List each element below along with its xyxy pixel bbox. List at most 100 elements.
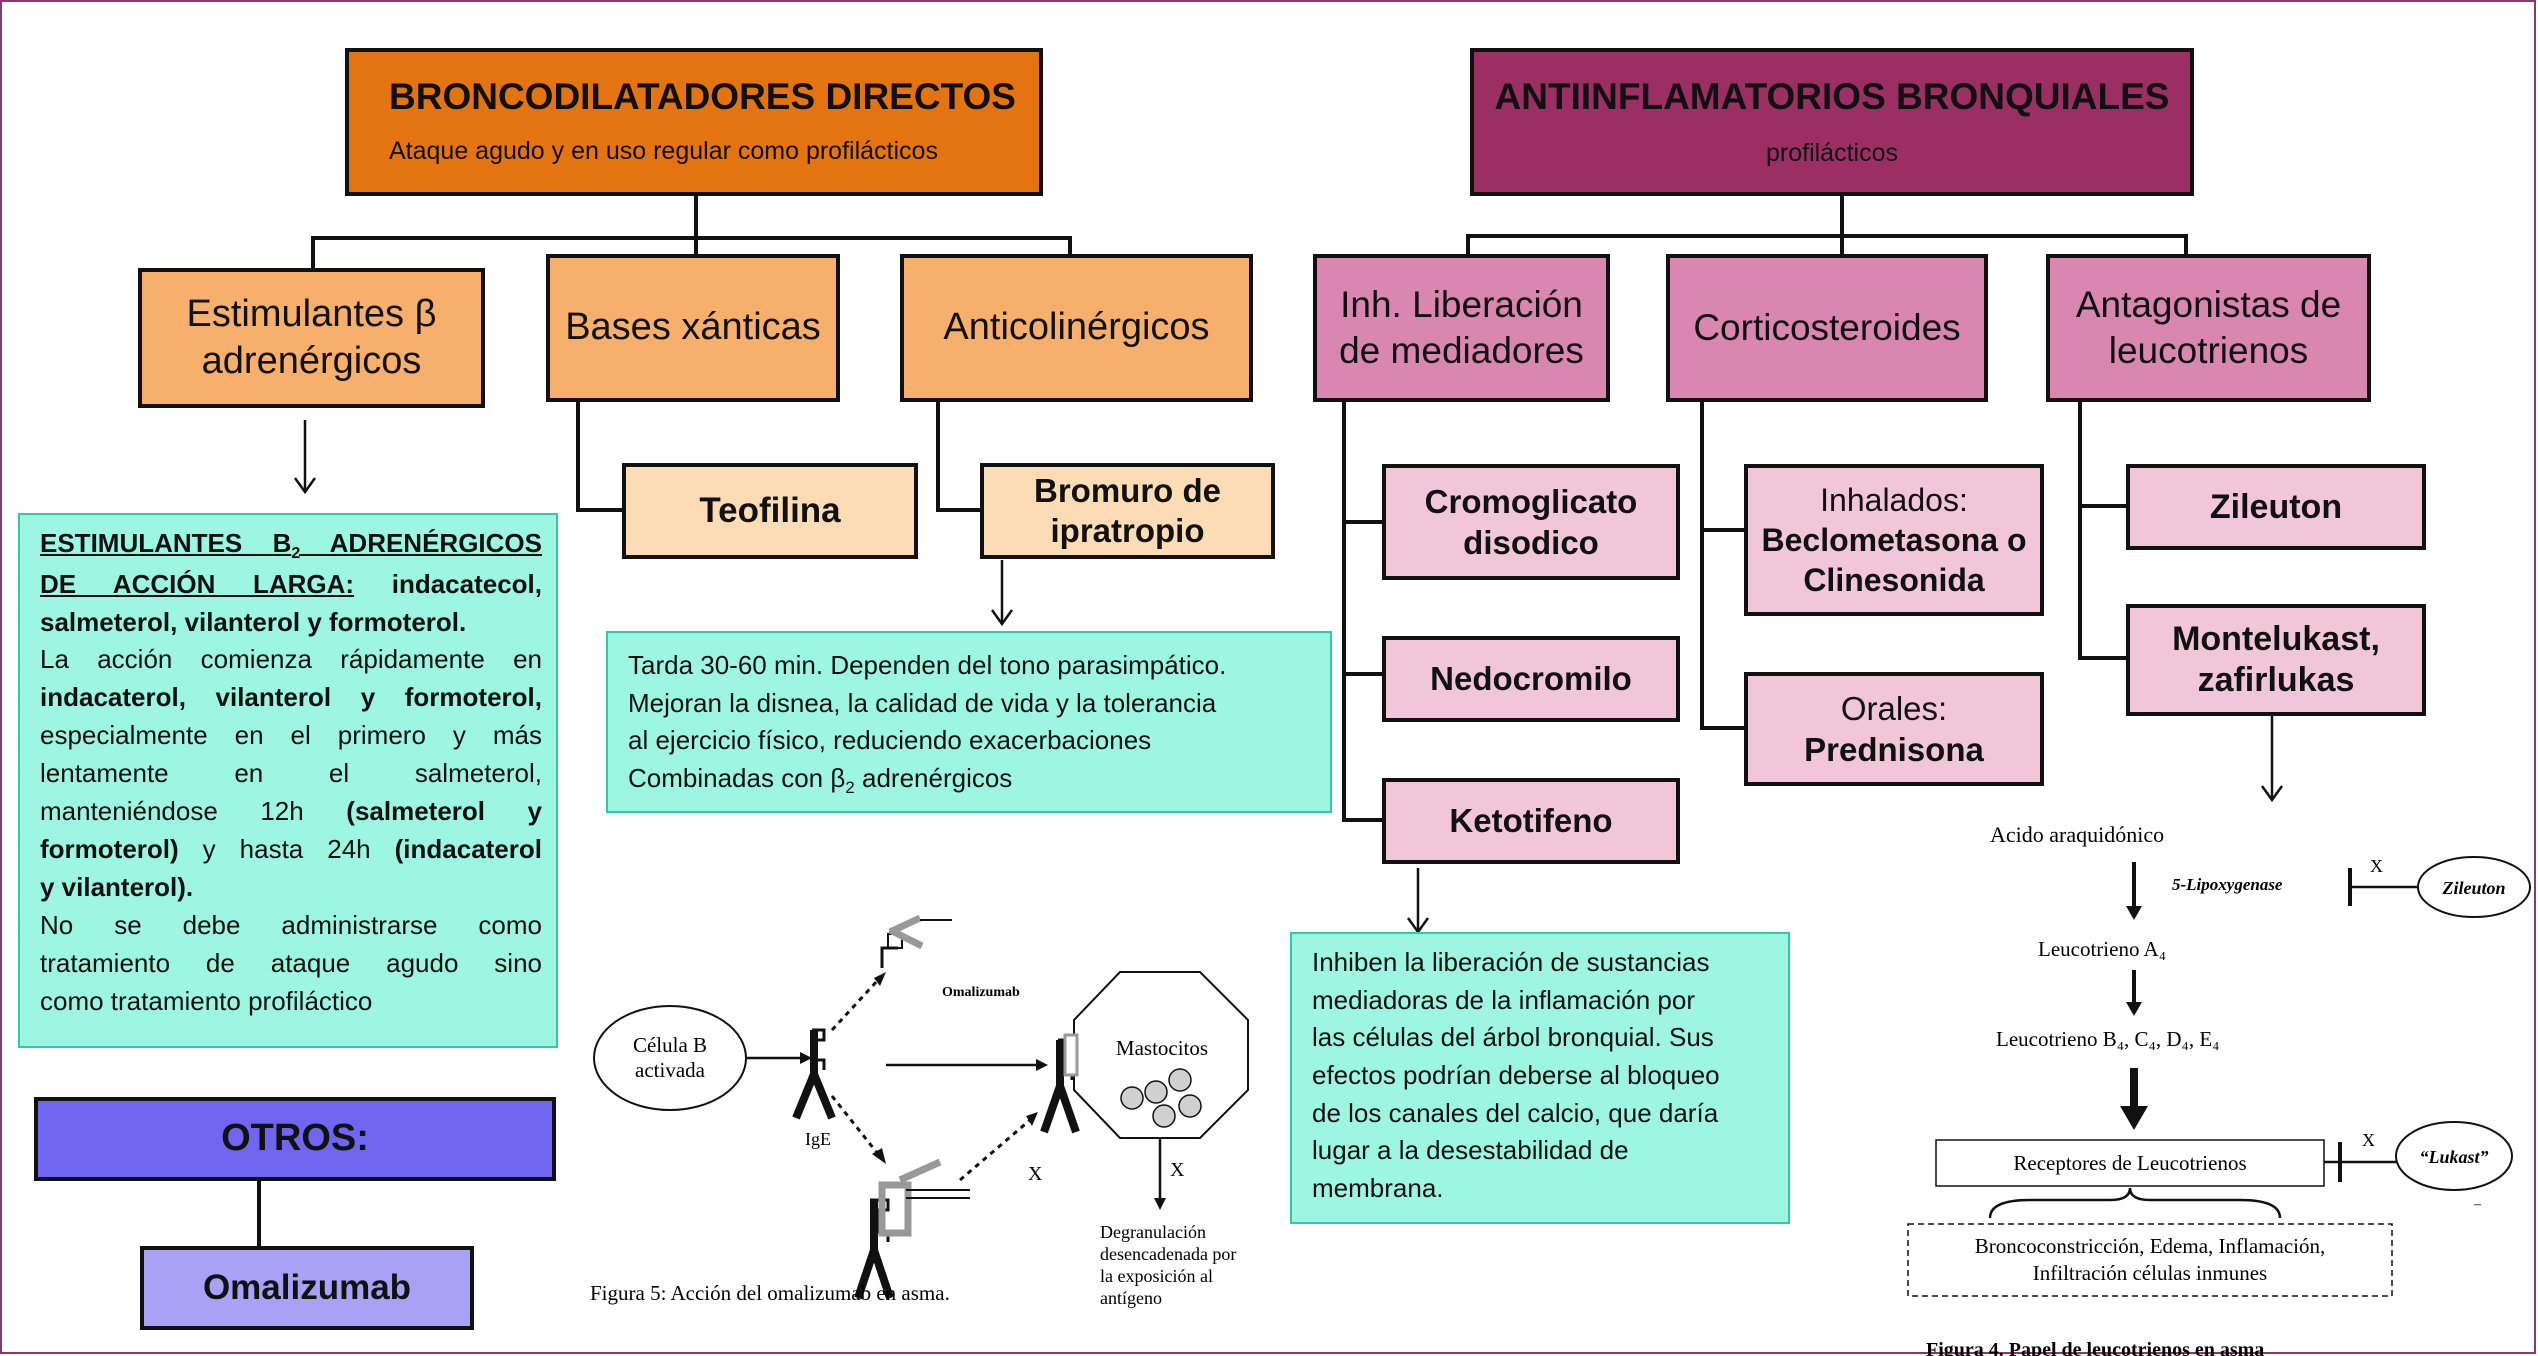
omalizumab-figure-caption: Figura 5: Acción del omalizumab en asma.: [590, 1281, 950, 1305]
omalizumab-x1: X: [1028, 1163, 1043, 1185]
teofilina-box: Teofilina: [622, 463, 918, 559]
right-header-subtitle: profilácticos: [1766, 139, 1898, 168]
bromuro-label: Bromuro de ipratropio: [1033, 472, 1221, 549]
beta-note-h4: salmeterol, vilanterol y formoterol.: [40, 606, 467, 637]
connector: [936, 508, 984, 512]
beta-note-h3-rest: indacatecol,: [354, 568, 543, 599]
antag-category-box: Antagonistas de leucotrienos: [2046, 254, 2371, 402]
beta-note-box: ESTIMULANTES B2 ADRENÉRGICOS DE ACCIÓN L…: [18, 513, 558, 1048]
omalizumab-figure: Célula B activada IgE Omalizumab X: [590, 914, 1249, 1308]
beta-note-t7b: y vilanterol).: [40, 872, 194, 903]
omalizumab-x2: X: [1170, 1159, 1185, 1181]
connector: [2078, 402, 2082, 660]
cortico-category-box: Corticosteroides: [1666, 254, 1988, 402]
zileuton-figure-label: Zileuton: [2441, 878, 2505, 898]
arachidonic-label: Acido araquidónico: [1990, 822, 2164, 847]
connector: [694, 236, 698, 258]
xanthic-category-box: Bases xánticas: [546, 254, 840, 402]
ipratropio-note-l4-sub: 2: [845, 778, 855, 798]
connector: [1342, 520, 1384, 524]
effects-line-2: Infiltración células inmunes: [2033, 1261, 2267, 1285]
mastocitos-label: Mastocitos: [1116, 1036, 1208, 1060]
montelukast-box: Montelukast, zafirlukas: [2126, 604, 2426, 716]
nedocromilo-box: Nedocromilo: [1382, 636, 1680, 722]
connector: [1700, 402, 1704, 730]
ketotifeno-note-l4: efectos podrían deberse al bloqueo: [1312, 1060, 1720, 1091]
ige-label: IgE: [805, 1129, 831, 1149]
ipratropio-note-l4-rest: adrenérgicos: [854, 763, 1013, 794]
connector: [1840, 196, 1844, 238]
beta-note-h3: DE ACCIÓN LARGA:: [40, 568, 355, 599]
ketotifeno-label: Ketotifeno: [1449, 802, 1613, 840]
ipratropio-note-l4: Combinadas con β: [628, 763, 846, 794]
right-header-box: ANTIINFLAMATORIOS BRONQUIALES profilácti…: [1470, 48, 2194, 196]
orales-drugs: Prednisona: [1804, 731, 1984, 768]
ketotifeno-note-l3: las células del árbol bronquial. Sus: [1312, 1022, 1714, 1053]
beta-note-h2: ADRENÉRGICOS: [329, 528, 542, 558]
omalizumab-top-icon: [880, 914, 952, 968]
left-header-box: BRONCODILATADORES DIRECTOS Ataque agudo …: [345, 48, 1043, 196]
ipratropio-note-l3: al ejercicio físico, reduciendo exacerba…: [628, 725, 1152, 756]
connector: [2078, 504, 2128, 508]
ltb4-label: Leucotrieno B₄, C₄, D₄, E₄: [1996, 1027, 2220, 1051]
leukotriene-figure: Acido araquidónico 5-Lipoxygenase X Zile…: [1907, 822, 2531, 1356]
left-header-subtitle: Ataque agudo y en uso regular como profi…: [389, 137, 938, 166]
beta-note-t6b: formoterol): [40, 834, 179, 865]
degran-line-3: la exposición al: [1100, 1266, 1213, 1286]
cortico-category-label: Corticosteroides: [1693, 306, 1961, 348]
connector: [1342, 818, 1384, 822]
lukast-label: “Lukast”: [2419, 1147, 2488, 1167]
degran-line-1: Degranulación: [1100, 1222, 1206, 1242]
connector: [1466, 234, 1470, 256]
ketotifeno-note-l7: membrana.: [1312, 1173, 1444, 1204]
arrow-bromuro-note: [990, 560, 1014, 627]
lipoxygenase-label: 5-Lipoxygenase: [2172, 875, 2283, 894]
connector: [576, 402, 580, 512]
cromoglicato-label: Cromoglicato disodico: [1424, 482, 1638, 561]
beta-note-t8: No se debe administrarse como: [40, 910, 542, 941]
ketotifeno-box: Ketotifeno: [1382, 778, 1680, 864]
connector: [694, 196, 698, 238]
beta-category-box: Estimulantes β adrenérgicos: [138, 268, 485, 408]
connector: [257, 1181, 261, 1249]
ketotifeno-note-l1: Inhiben la liberación de sustancias: [1312, 947, 1710, 977]
connector: [1700, 528, 1746, 532]
leukotriene-figure-caption: Figura 4. Papel de leucotrienos en asma: [1926, 1339, 2264, 1356]
cell-b-label-1: Célula B: [633, 1033, 707, 1057]
beta-category-label: Estimulantes β adrenérgicos: [186, 292, 437, 383]
ketotifeno-note-l6: lugar a la desestabilidad de: [1312, 1135, 1629, 1166]
beta-note-t5: manteniéndose 12h: [40, 796, 347, 827]
connector: [2078, 656, 2128, 660]
beta-note-t4: lentamente en el salmeterol,: [40, 758, 542, 789]
lta4-label: Leucotrieno A₄: [2038, 937, 2166, 961]
inh-category-box: Inh. Liberación de mediadores: [1313, 254, 1610, 402]
bromuro-box: Bromuro de ipratropio: [980, 463, 1275, 559]
beta-note-t3: especialmente en el primero y más: [40, 720, 542, 751]
orales-label: Orales:: [1840, 689, 1948, 727]
orales-box: Orales: Prednisona: [1744, 672, 2044, 786]
xanthic-category-label: Bases xánticas: [565, 306, 821, 349]
connector: [1068, 236, 1072, 258]
ipratropio-note-l2: Mejoran la disnea, la calidad de vida y …: [628, 687, 1217, 718]
ige-antibody-icon: [792, 1028, 836, 1120]
inh-category-label: Inh. Liberación de mediadores: [1339, 283, 1584, 371]
anticholinergic-category-label: Anticolinérgicos: [943, 306, 1210, 349]
degran-line-4: antígeno: [1100, 1288, 1162, 1308]
connector: [1840, 234, 1844, 256]
effects-line-1: Broncoconstricción, Edema, Inflamación,: [1975, 1234, 2325, 1258]
beta-note-t1: La acción comienza rápidamente en: [40, 644, 542, 675]
beta-note-t9: tratamiento de ataque agudo sino: [40, 948, 542, 979]
connector: [2184, 234, 2188, 256]
otros-label: OTROS:: [221, 1117, 369, 1160]
beta-note-t2: indacaterol, vilanterol y formoterol,: [40, 682, 542, 713]
ipratropio-note-box: Tarda 30-60 min. Dependen del tono paras…: [606, 631, 1332, 813]
omalizumab-figure-label: Omalizumab: [942, 985, 1020, 1000]
receptors-label: Receptores de Leucotrienos: [2013, 1151, 2246, 1175]
inhalados-drugs: Beclometasona o Clinesonida: [1761, 522, 2027, 598]
left-header-title: BRONCODILATADORES DIRECTOS: [389, 76, 1016, 117]
beta-note-t6: y hasta 24h: [178, 834, 395, 865]
beta-note-t10: como tratamiento profiláctico: [40, 986, 373, 1017]
anticholinergic-category-box: Anticolinérgicos: [900, 254, 1253, 402]
antag-category-label: Antagonistas de leucotrienos: [2075, 283, 2342, 371]
connector: [311, 236, 1072, 240]
